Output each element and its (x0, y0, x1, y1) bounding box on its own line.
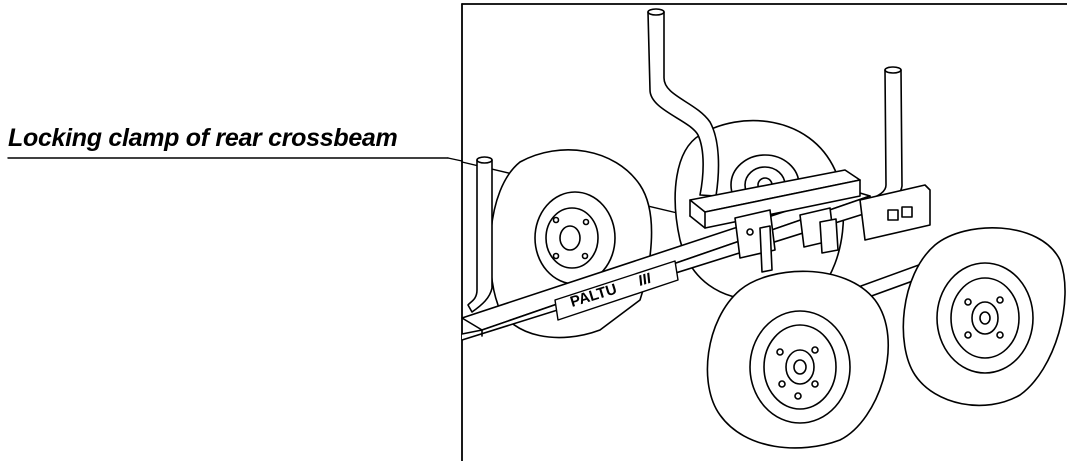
nameplate-suffix: III (636, 270, 654, 290)
front-right-wheel (902, 227, 1066, 407)
callout-label-locking-clamp: Locking clamp of rear crossbeam (8, 124, 398, 152)
front-bolster (859, 184, 931, 241)
front-left-wheel (706, 270, 889, 449)
locking-clamp (734, 207, 839, 273)
left-rear-stanchion (467, 156, 493, 313)
